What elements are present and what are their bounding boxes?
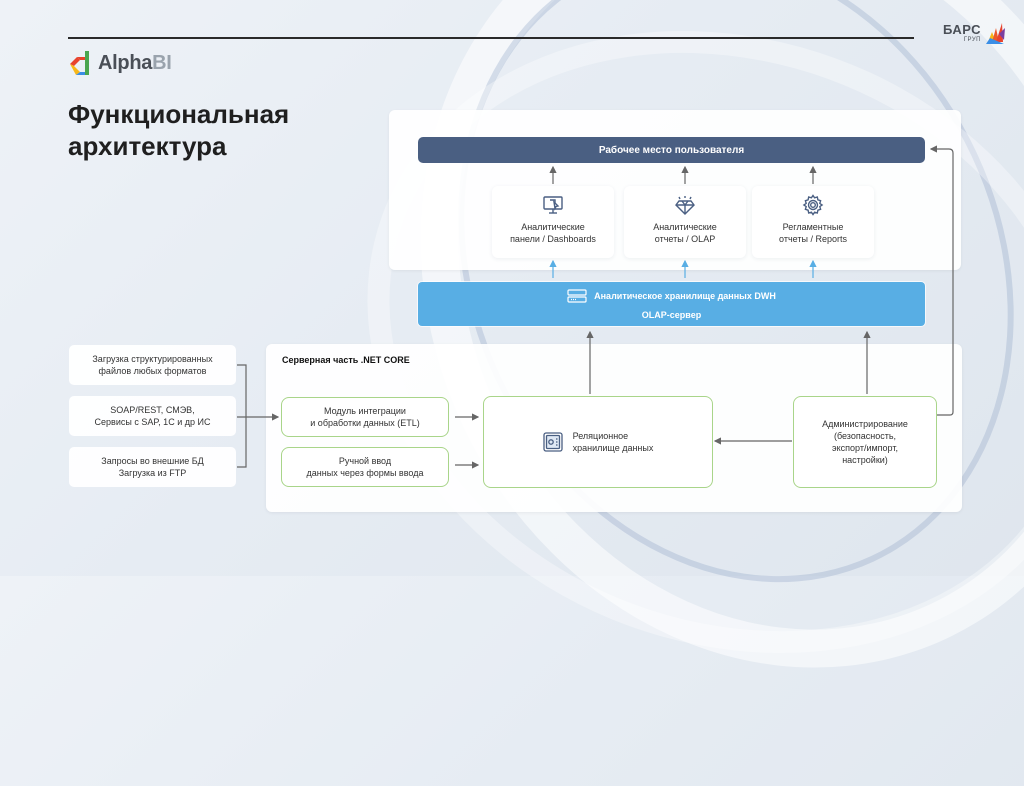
card-reports: Регламентные отчеты / Reports [752,186,874,258]
source-label: Загрузка структурированных [92,354,213,364]
monitor-cursor-icon [543,196,563,214]
user-workplace-bar: Рабочее место пользователя [418,137,925,163]
title-line-1: Функциональная [68,99,290,129]
source-label: файлов любых форматов [98,366,207,376]
manual-label: данных через формы ввода [306,468,424,478]
alphabi-logo-icon [70,51,89,75]
alphabi-logo: AlphaBI [68,50,172,76]
bars-group-logo: БАРС ГРУП [943,20,1006,46]
safe-icon [542,432,563,452]
company-sub: ГРУП [963,37,981,43]
logo-wordmark: AlphaBI [98,51,172,74]
source-label: SOAP/REST, СМЭВ, [110,405,195,415]
bars-flame-icon [985,23,1005,44]
administration-box: Администрирование (безопасность, экспорт… [793,396,937,488]
admin-label: экспорт/импорт, [832,443,898,453]
header-divider [68,37,914,39]
source-soap-rest: SOAP/REST, СМЭВ, Сервисы с SAP, 1С и др И… [69,396,236,436]
source-label: Сервисы с SAP, 1С и др ИС [94,417,211,427]
gear-icon [802,194,824,216]
relational-storage-box: Реляционное хранилище данных [483,396,713,488]
card-label: отчеты / OLAP [654,234,716,244]
relational-label: хранилище данных [572,443,654,453]
etl-label: Модуль интеграции [324,406,406,416]
server-section-title: Серверная часть .NET CORE [282,355,410,365]
manual-input-box: Ручной ввод данных через формы ввода [281,447,449,487]
company-name: БАРС [943,22,981,37]
admin-label: Администрирование [822,419,908,429]
title-line-2: архитектура [68,131,227,161]
etl-module-box: Модуль интеграции и обработки данных (ETL… [281,397,449,437]
card-dashboards: Аналитические панели / Dashboards [492,186,614,258]
etl-label: и обработки данных (ETL) [310,418,420,428]
source-external-db: Запросы во внешние БД Загрузка из FTP [69,447,236,487]
connector-arrows [237,145,954,469]
card-label: Аналитические [521,222,585,232]
card-olap: Аналитические отчеты / OLAP [624,186,746,258]
card-label: панели / Dashboards [510,234,596,244]
bracket-sources [237,364,247,468]
source-structured-files: Загрузка структурированных файлов любых ф… [69,345,236,385]
card-label: отчеты / Reports [779,234,847,244]
card-label: Аналитические [653,222,717,232]
manual-label: Ручной ввод [338,456,392,466]
diamond-icon [675,196,695,215]
source-label: Запросы во внешние БД [101,456,204,466]
arrow-admin-to-workplace [929,145,954,416]
admin-label: (безопасность, [833,431,897,441]
dwh-label: Аналитическое хранилище данных DWH [594,291,776,301]
card-label: Регламентные [782,222,844,232]
admin-label: настройки) [842,455,888,465]
source-label: Загрузка из FTP [118,468,187,478]
server-icon [567,289,587,303]
relational-label: Реляционное [572,431,629,441]
page-title: Функциональная архитектура [68,98,289,162]
dwh-olap-bar: Аналитическое хранилище данных DWH OLAP-… [418,282,925,326]
olap-server-label: OLAP-сервер [641,310,702,320]
